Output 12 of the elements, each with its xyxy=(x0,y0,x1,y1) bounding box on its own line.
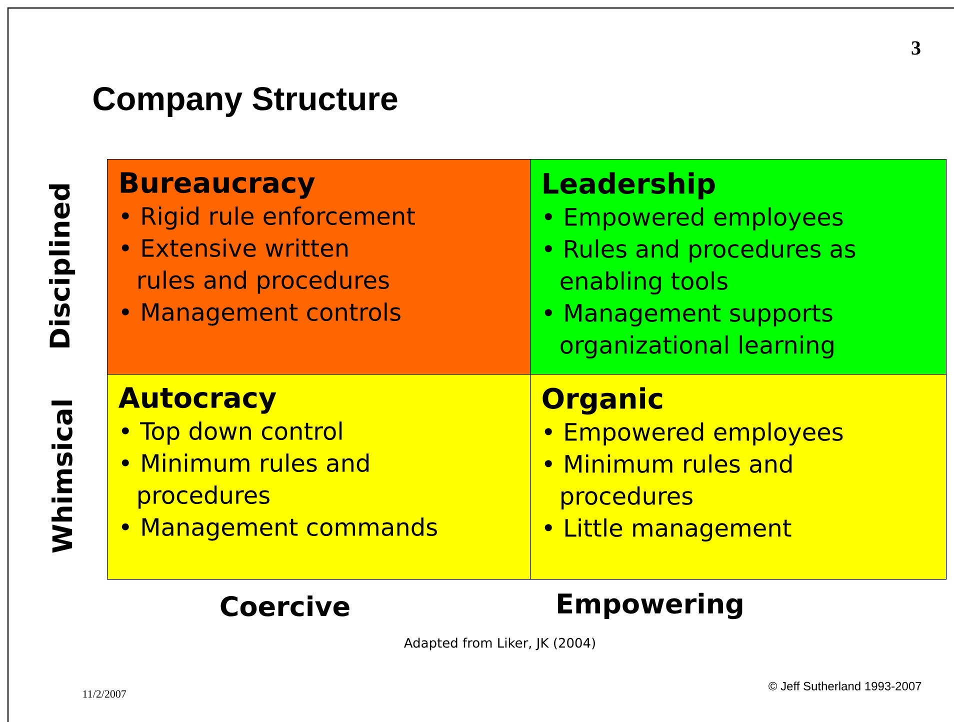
quadrant-box: Organic • Empowered employees • Minimum rules and procedures • Little management xyxy=(530,374,947,580)
quadrant-box: Leadership • Empowered employees • Rules and procedures as enabling tools • Management supports organizational learning xyxy=(530,159,947,375)
axis-label: Disciplined xyxy=(48,184,76,348)
axis-label: Empowering xyxy=(558,592,742,620)
axis-label: Whimsical xyxy=(52,400,72,553)
quadrant-box: Bureaucracy • Rigid rule enforcement • Extensive written rules and procedures • Management controls xyxy=(107,159,531,375)
slide-title: Company Structure xyxy=(94,87,398,117)
caption: Adapted from Liker, JK (2004) xyxy=(404,638,595,650)
quadrant-box: Autocracy • Top down control • Minimum rules and procedures • Management commands xyxy=(107,374,531,580)
page-number: 3 xyxy=(912,41,920,55)
date-text: 11/2/2007 xyxy=(83,690,126,698)
copyright-text: © Jeff Sutherland 1993-2007 xyxy=(768,682,922,690)
